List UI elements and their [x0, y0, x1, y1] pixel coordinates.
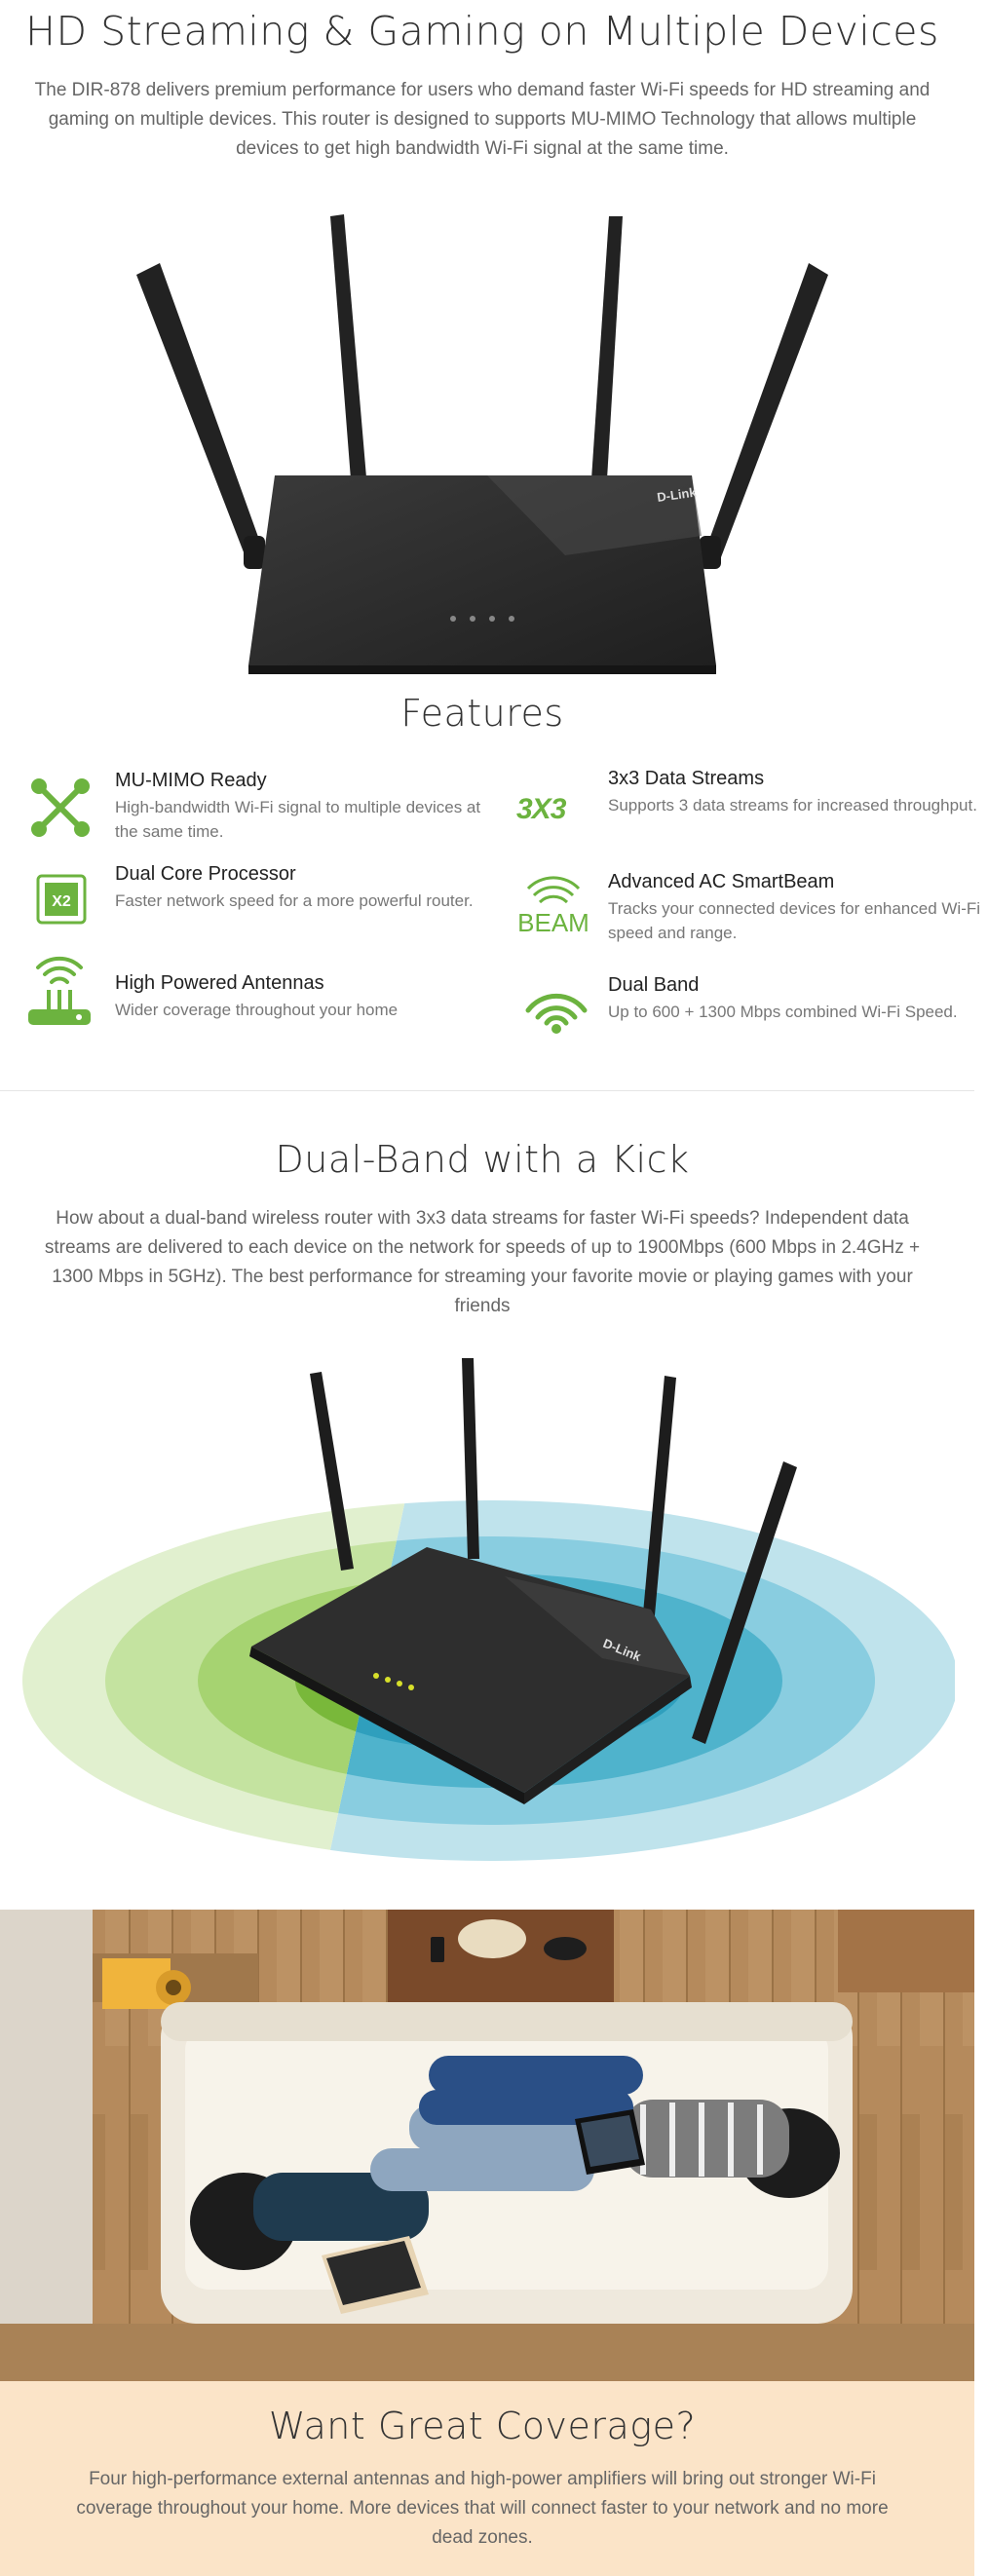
antenna: [310, 1358, 797, 1744]
feature-title: 3x3 Data Streams: [608, 768, 765, 789]
antenna: [136, 214, 828, 557]
feature-description: Tracks your connected devices for enhanc…: [608, 899, 981, 942]
feature-mu-mimo: MU-MIMO Ready High-bandwidth Wi-Fi signa…: [115, 768, 495, 844]
coverage-description: Four high-performance external antennas …: [76, 2469, 889, 2548]
feature-title: High Powered Antennas: [115, 972, 324, 994]
feature-data-streams: 3x3 Data Streams Supports 3 data streams…: [608, 766, 988, 817]
mu-mimo-icon: [31, 778, 90, 837]
feature-antennas: High Powered Antennas Wider coverage thr…: [115, 970, 495, 1022]
status-leds: [450, 616, 514, 622]
feature-smartbeam: Advanced AC SmartBeam Tracks your connec…: [608, 869, 988, 945]
feature-title: Advanced AC SmartBeam: [608, 871, 835, 892]
feature-description: Supports 3 data streams for increased th…: [608, 796, 977, 814]
feature-title: Dual Band: [608, 974, 700, 996]
home-lifestyle-photo: [0, 1910, 974, 2382]
feature-dual-band: Dual Band Up to 600 + 1300 Mbps combined…: [608, 972, 988, 1024]
antenna-icon: [28, 956, 91, 1025]
data-streams-icon-label: 3X3: [516, 793, 567, 825]
smartbeam-icon-label: BEAM: [517, 908, 589, 937]
features-title: Features: [400, 692, 564, 735]
feature-title: Dual Core Processor: [115, 863, 296, 885]
dual-core-icon: X2: [36, 874, 87, 925]
hero-description: The DIR-878 delivers premium performance…: [34, 80, 931, 159]
coverage-section: [0, 2381, 974, 2576]
dual-band-icon: [525, 993, 588, 1034]
status-leds: [373, 1673, 414, 1690]
router-brand-logo: D-Link: [656, 484, 698, 505]
dualband-description: How about a dual-band wireless router wi…: [44, 1208, 921, 1316]
dual-core-icon-label: X2: [52, 893, 71, 910]
coverage-title: Want Great Coverage?: [268, 2405, 697, 2447]
feature-description: Faster network speed for a more powerful…: [115, 891, 474, 910]
feature-description: High-bandwidth Wi-Fi signal to multiple …: [115, 798, 481, 841]
router-hero-image: D-Link: [136, 214, 828, 674]
dualband-title: Dual-Band with a Kick: [275, 1138, 690, 1181]
feature-title: MU-MIMO Ready: [115, 770, 267, 791]
hero-title: HD Streaming & Gaming on Multiple Device…: [25, 8, 939, 55]
section-divider: [0, 1090, 974, 1091]
router-signal-coverage-image: D-Link: [22, 1358, 955, 1861]
feature-description: Up to 600 + 1300 Mbps combined Wi-Fi Spe…: [608, 1003, 958, 1021]
data-streams-icon: 3X3: [516, 793, 568, 825]
feature-description: Wider coverage throughout your home: [115, 1001, 399, 1019]
feature-dual-core: Dual Core Processor Faster network speed…: [115, 861, 495, 913]
smartbeam-icon: BEAM: [517, 876, 589, 937]
